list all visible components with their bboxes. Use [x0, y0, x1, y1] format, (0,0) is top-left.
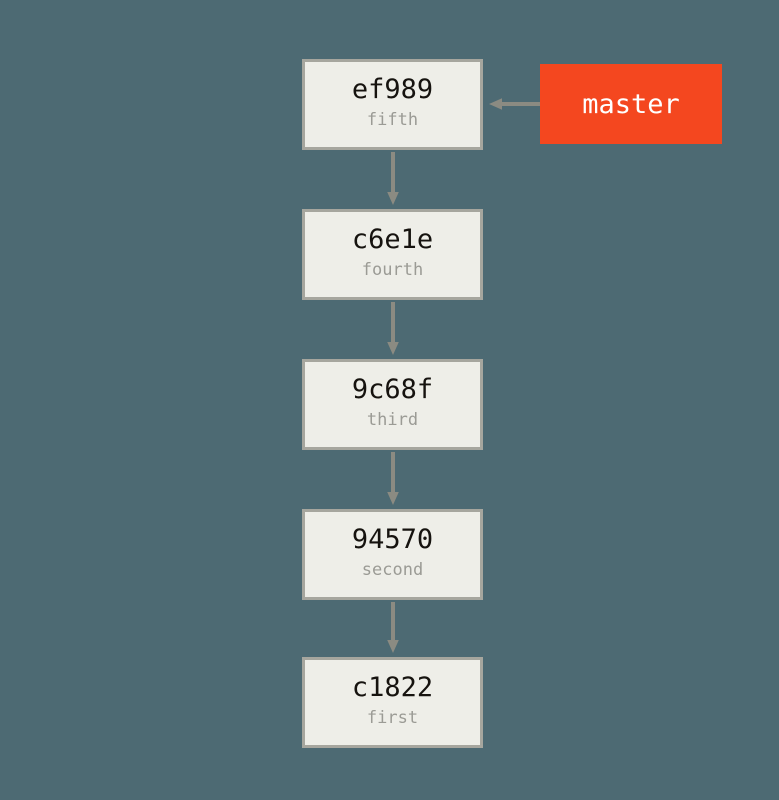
commit-message: fourth [361, 260, 424, 281]
commit-hash: c6e1e [351, 223, 434, 255]
branch-label: master [582, 88, 680, 120]
commit-node-94570[interactable]: 94570 second [302, 509, 483, 600]
commit-message: third [366, 410, 419, 431]
commit-hash: 94570 [351, 523, 434, 555]
commit-node-c6e1e[interactable]: c6e1e fourth [302, 209, 483, 300]
commit-message: second [361, 560, 424, 581]
commit-node-ef989[interactable]: ef989 fifth [302, 59, 483, 150]
commit-message: fifth [366, 110, 419, 131]
commit-message: first [366, 708, 419, 729]
commit-hash: 9c68f [351, 373, 434, 405]
commit-node-9c68f[interactable]: 9c68f third [302, 359, 483, 450]
commit-hash: ef989 [351, 73, 434, 105]
commit-hash: c1822 [351, 671, 434, 703]
branch-node-master[interactable]: master [540, 64, 722, 144]
commit-node-c1822[interactable]: c1822 first [302, 657, 483, 748]
